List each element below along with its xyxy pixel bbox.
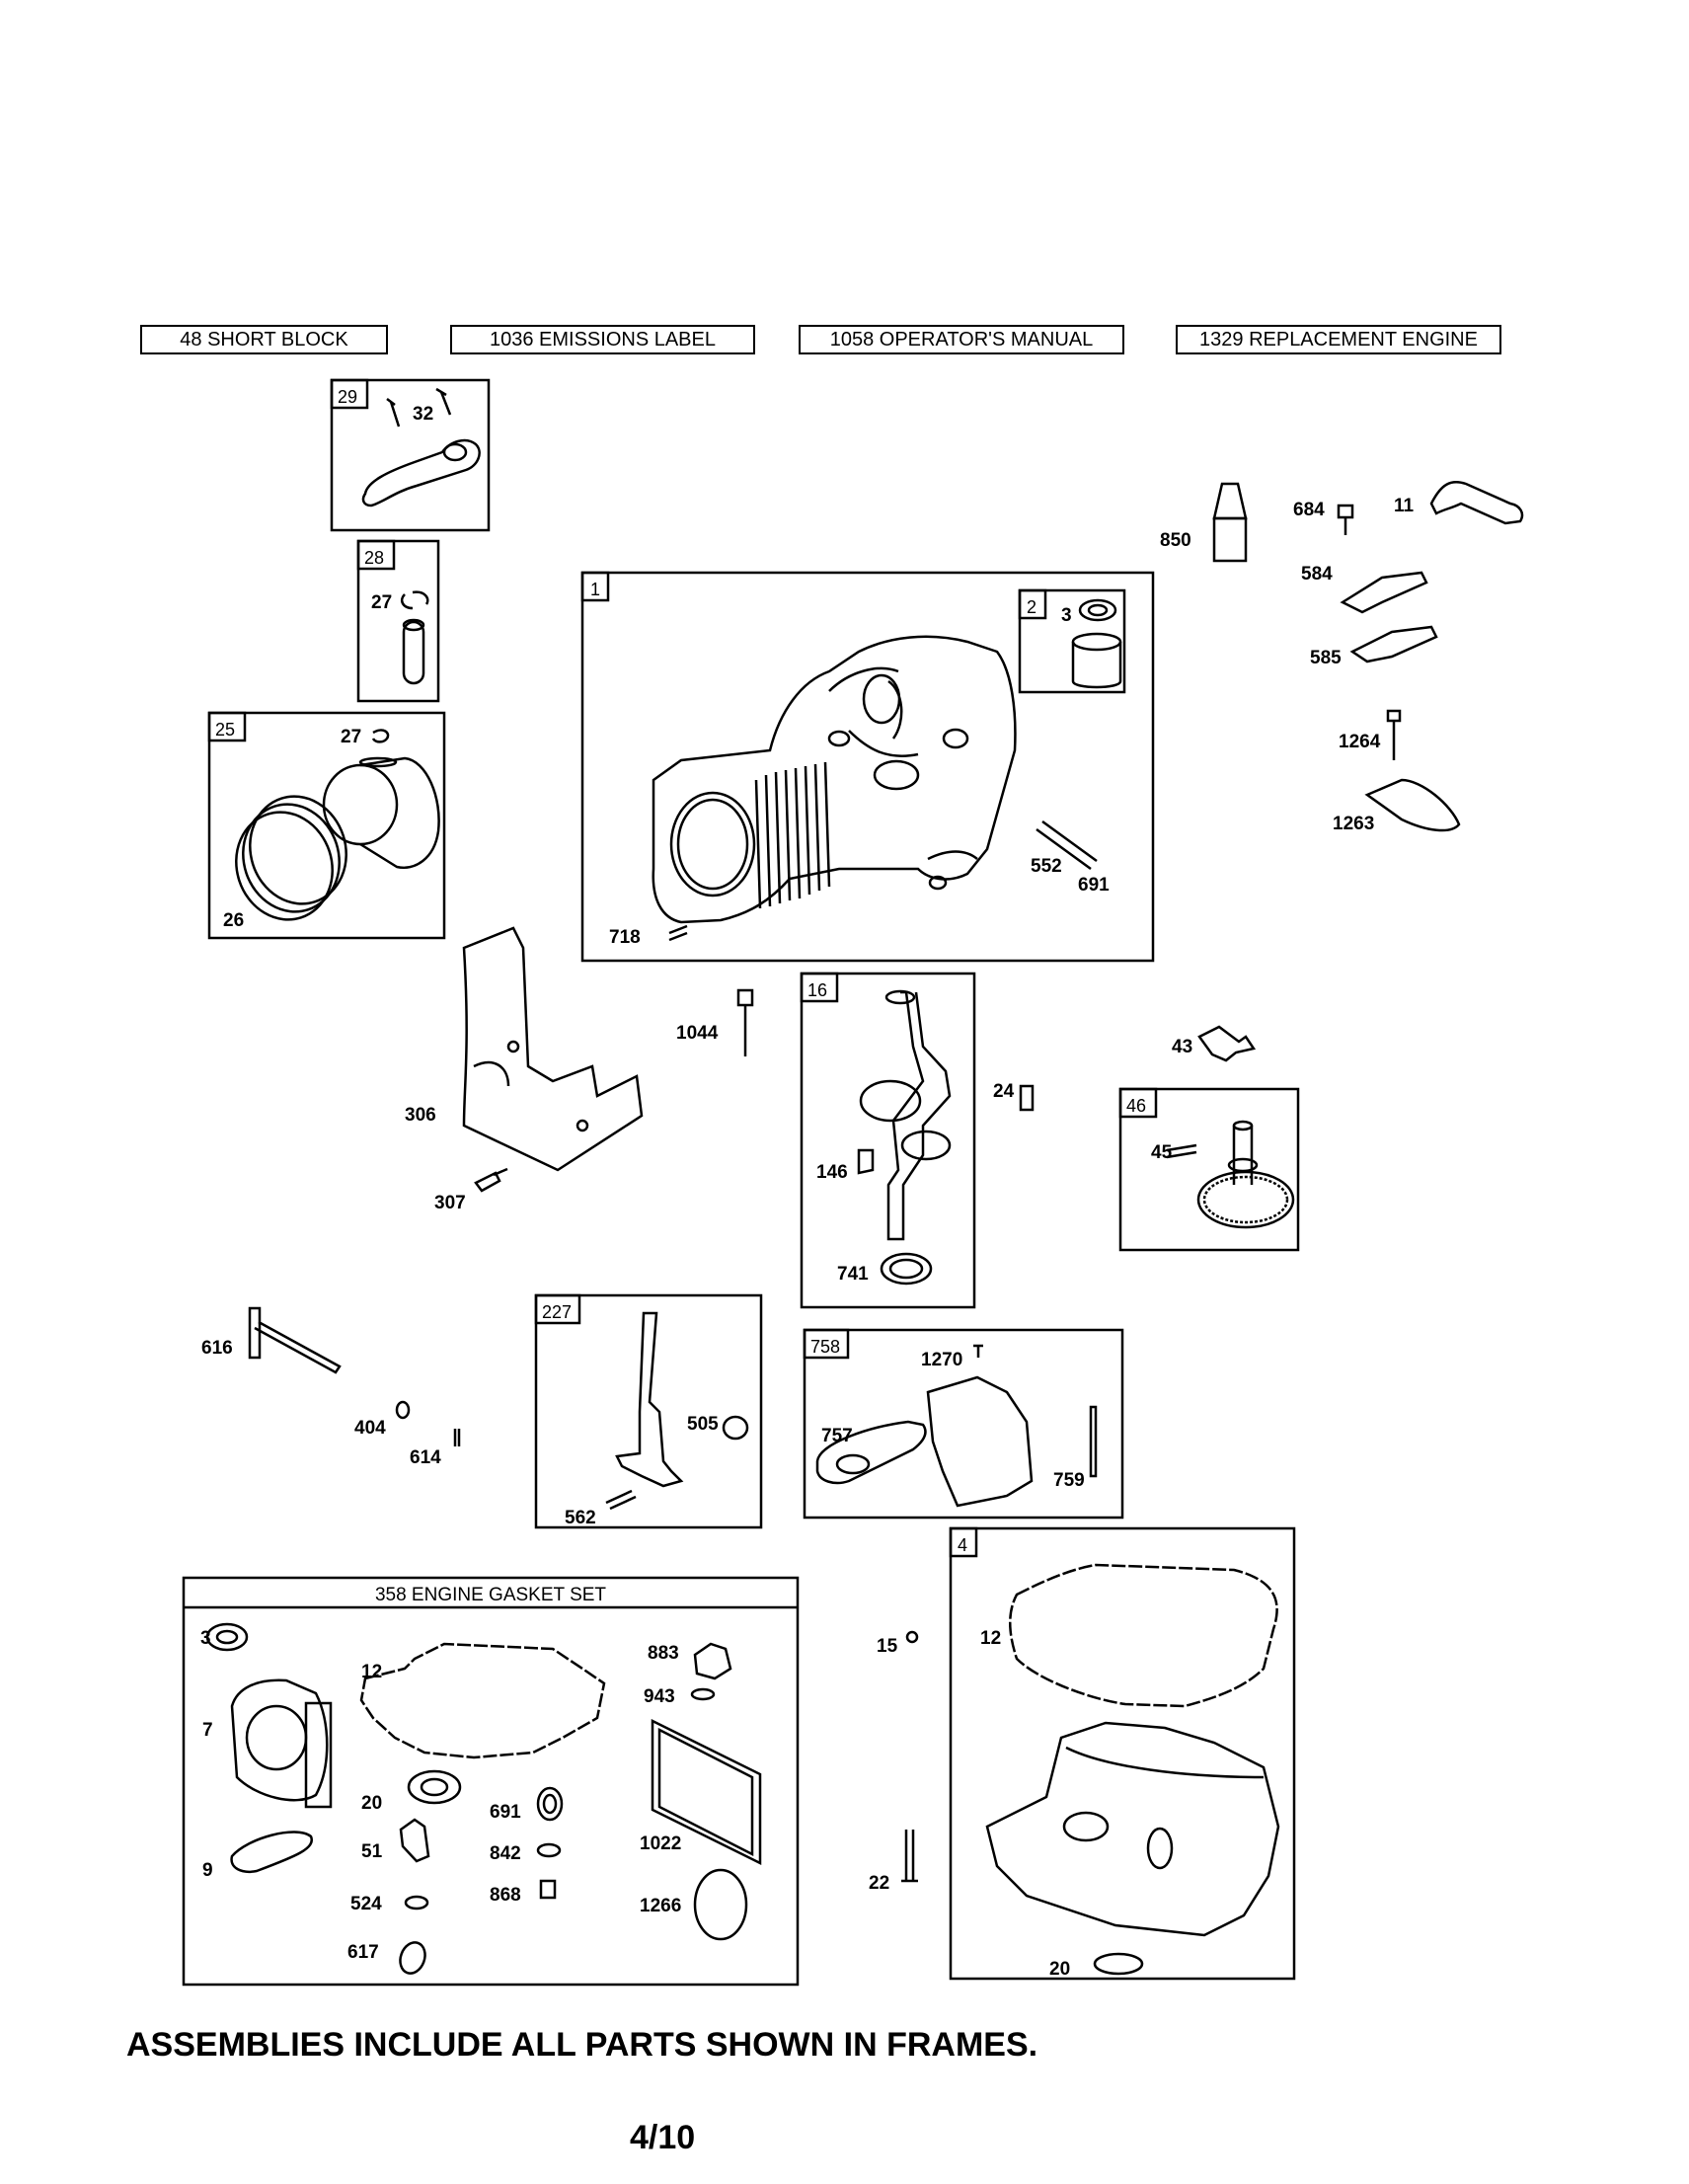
part-label-15: 15 xyxy=(877,1636,898,1657)
part-label-1270: 1270 xyxy=(921,1350,962,1370)
part-label-883: 883 xyxy=(648,1643,679,1664)
part-585-gasket xyxy=(1349,625,1438,663)
part-1263-plate xyxy=(1364,778,1461,832)
part-label-943: 943 xyxy=(644,1686,675,1707)
part-label-562: 562 xyxy=(565,1508,596,1528)
part-label-585: 585 xyxy=(1310,648,1342,668)
part-label-552: 552 xyxy=(1031,856,1062,877)
part-1264-bolt xyxy=(1386,709,1402,760)
part-label-741: 741 xyxy=(837,1264,869,1285)
frame-label-227: 227 xyxy=(542,1302,572,1322)
part-11-tube xyxy=(1429,480,1524,525)
part-label-691-gasket: 691 xyxy=(490,1802,521,1823)
frame-2-seal-bushing xyxy=(1018,588,1126,694)
part-label-12-gasket: 12 xyxy=(361,1662,382,1682)
page-number: 4/10 xyxy=(630,2119,696,2156)
part-label-20-gasket: 20 xyxy=(361,1793,382,1814)
part-label-45: 45 xyxy=(1151,1142,1173,1163)
header-box-short-block: 48 SHORT BLOCK xyxy=(140,325,388,354)
part-label-584: 584 xyxy=(1301,564,1333,585)
part-label-616: 616 xyxy=(201,1338,233,1359)
frame-label-28: 28 xyxy=(364,548,384,568)
part-label-524: 524 xyxy=(350,1894,382,1914)
part-label-617: 617 xyxy=(347,1942,379,1963)
part-614-clip xyxy=(453,1429,461,1446)
part-label-3-gasket: 3 xyxy=(200,1628,211,1649)
part-404-washer xyxy=(395,1400,411,1420)
header-box-replacement-engine: 1329 REPLACEMENT ENGINE xyxy=(1176,325,1501,354)
part-584-gasket-plate xyxy=(1340,571,1428,614)
part-label-26: 26 xyxy=(223,910,244,931)
part-label-757: 757 xyxy=(821,1426,853,1446)
part-label-850: 850 xyxy=(1160,530,1191,551)
part-label-11: 11 xyxy=(1394,496,1415,516)
frame-label-29: 29 xyxy=(338,387,357,407)
header-box-operators-manual: 1058 OPERATOR'S MANUAL xyxy=(799,325,1124,354)
frame-358-gasket-set xyxy=(182,1576,800,1987)
part-43-governor-part xyxy=(1197,1025,1257,1062)
frame-29-connecting-rod xyxy=(330,378,491,532)
frame-758-breather-assembly xyxy=(803,1328,1124,1520)
part-24-key xyxy=(1019,1084,1035,1112)
part-label-43: 43 xyxy=(1172,1037,1192,1057)
part-label-718: 718 xyxy=(609,927,641,948)
frame-227-governor-lever xyxy=(534,1293,763,1529)
part-616-governor-shaft xyxy=(248,1306,342,1374)
part-label-1264: 1264 xyxy=(1339,732,1381,752)
part-label-3-frame2: 3 xyxy=(1061,605,1072,626)
frame-label-46: 46 xyxy=(1126,1096,1146,1116)
part-label-404: 404 xyxy=(354,1418,386,1439)
part-label-307: 307 xyxy=(434,1193,466,1213)
part-label-1044: 1044 xyxy=(676,1023,719,1044)
part-label-9: 9 xyxy=(202,1860,213,1881)
part-15-plug xyxy=(905,1630,919,1644)
part-label-20-sump: 20 xyxy=(1049,1959,1070,1980)
frame-1-cylinder-block xyxy=(580,571,1155,963)
part-label-27-piston: 27 xyxy=(341,727,361,747)
frame-label-4: 4 xyxy=(958,1535,967,1555)
part-label-12-sump: 12 xyxy=(980,1628,1001,1649)
part-label-759: 759 xyxy=(1053,1470,1085,1491)
part-label-1266: 1266 xyxy=(640,1896,681,1916)
frame-label-16: 16 xyxy=(807,980,827,1000)
part-label-1263: 1263 xyxy=(1333,814,1374,834)
part-850-sealant-tube xyxy=(1212,482,1248,563)
part-label-51: 51 xyxy=(361,1841,383,1862)
frame-label-25: 25 xyxy=(215,720,235,740)
gasket-set-title: 358 ENGINE GASKET SET xyxy=(375,1585,606,1605)
part-label-842: 842 xyxy=(490,1843,521,1864)
assemblies-note: ASSEMBLIES INCLUDE ALL PARTS SHOWN IN FR… xyxy=(126,2026,1038,2064)
part-label-505: 505 xyxy=(687,1414,719,1435)
frame-25-piston-assembly xyxy=(207,711,446,940)
part-label-614: 614 xyxy=(410,1447,441,1468)
frame-label-2: 2 xyxy=(1027,597,1036,617)
part-label-32: 32 xyxy=(413,404,433,425)
part-label-146: 146 xyxy=(816,1162,848,1183)
part-label-1022: 1022 xyxy=(640,1833,681,1854)
part-label-684: 684 xyxy=(1293,500,1325,520)
part-307-bolt xyxy=(474,1167,508,1193)
part-label-306: 306 xyxy=(405,1105,436,1126)
part-684-screw xyxy=(1337,504,1354,535)
part-306-air-guide-shroud xyxy=(462,926,644,1172)
part-1044-screw xyxy=(736,988,754,1056)
part-label-27-pin: 27 xyxy=(371,592,392,613)
frame-16-crankshaft xyxy=(800,972,976,1309)
header-box-emissions-label: 1036 EMISSIONS LABEL xyxy=(450,325,755,354)
frame-label-758: 758 xyxy=(810,1337,840,1357)
frame-28-piston-pin xyxy=(356,539,440,703)
frame-4-sump-assembly xyxy=(949,1526,1296,1981)
part-22-bolt xyxy=(901,1830,918,1883)
frame-46-cam-gear xyxy=(1118,1087,1300,1252)
part-label-22: 22 xyxy=(869,1873,889,1894)
part-label-868: 868 xyxy=(490,1885,521,1906)
part-label-24: 24 xyxy=(993,1081,1015,1102)
part-label-7: 7 xyxy=(202,1720,213,1741)
part-label-691-frame1: 691 xyxy=(1078,875,1110,896)
frame-label-1: 1 xyxy=(590,580,600,599)
